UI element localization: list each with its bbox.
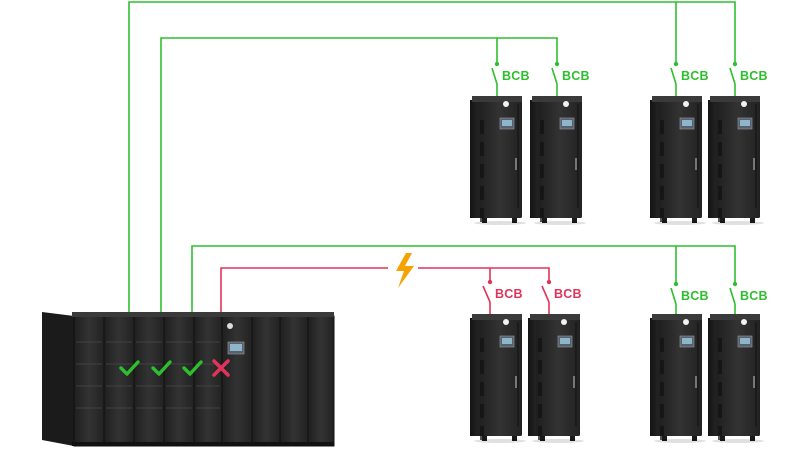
- breaker-switch-blade: [670, 287, 677, 305]
- check-icon: [151, 360, 172, 376]
- wire-output-3: [191, 245, 736, 312]
- ups-cabinet-module: [221, 315, 253, 447]
- ups-cabinet-module: [193, 315, 223, 447]
- battery-circuit-breaker: BCB: [729, 61, 768, 96]
- breaker-contact: [673, 61, 679, 67]
- breaker-switch-blade: [670, 67, 677, 85]
- breaker-contact: [494, 61, 500, 67]
- breaker-switch-blade: [551, 67, 558, 85]
- brand-logo-icon: [227, 323, 233, 329]
- brand-logo-icon: [503, 101, 509, 107]
- ups-cabinet-module: [133, 315, 165, 447]
- brand-logo-icon: [561, 319, 567, 325]
- brand-logo-icon: [503, 319, 509, 325]
- breaker-contact: [554, 61, 560, 67]
- breaker-switch-blade: [729, 287, 736, 305]
- breaker-label: BCB: [740, 69, 768, 83]
- battery-cabinet: [650, 96, 706, 225]
- battery-cabinet: [650, 314, 706, 443]
- breaker-switch-blade: [541, 285, 550, 303]
- brand-logo-icon: [563, 101, 569, 107]
- lightning-bolt-icon: [396, 253, 414, 288]
- breaker-label: BCB: [495, 287, 523, 301]
- battery-circuit-breaker: BCB: [729, 281, 768, 316]
- wire-output-2: [160, 37, 558, 312]
- status-icons: [119, 359, 230, 377]
- breaker-label: BCB: [681, 69, 709, 83]
- brand-logo-icon: [741, 319, 747, 325]
- cross-icon: [212, 359, 230, 377]
- wire-output-4-fault-right: [418, 267, 550, 280]
- breaker-contact: [732, 61, 738, 67]
- breaker-label: BCB: [502, 69, 530, 83]
- battery-circuit-breaker: BCB: [482, 279, 523, 314]
- battery-circuit-breaker: BCB: [551, 61, 590, 96]
- battery-cabinet: [470, 314, 526, 443]
- ups-system: [42, 312, 335, 447]
- breakers: BCB BCB BCB BCB BCB BCB BCB BCB: [482, 61, 768, 316]
- battery-cabinets: [470, 96, 764, 443]
- wiring: [128, 1, 736, 360]
- ups-cabinet-module: [73, 315, 105, 447]
- breaker-label: BCB: [740, 289, 768, 303]
- breaker-label: BCB: [562, 69, 590, 83]
- battery-circuit-breaker: BCB: [491, 61, 530, 96]
- wire-output-4-fault: [220, 267, 388, 312]
- check-icon: [182, 360, 203, 376]
- breaker-switch-blade: [491, 67, 498, 85]
- battery-cabinet: [528, 314, 584, 443]
- ups-cabinet-module: [279, 315, 309, 447]
- brand-logo-icon: [683, 101, 689, 107]
- breaker-label: BCB: [681, 289, 709, 303]
- battery-circuit-breaker: BCB: [670, 61, 709, 96]
- breaker-contact: [673, 281, 679, 287]
- breaker-contact: [546, 279, 552, 285]
- battery-cabinet: [708, 96, 764, 225]
- breaker-switch-blade: [729, 67, 736, 85]
- ups-cabinet-module: [103, 315, 135, 447]
- breaker-label: BCB: [554, 287, 582, 301]
- ups-cabinet-module: [251, 315, 281, 447]
- battery-circuit-breaker: BCB: [670, 281, 709, 316]
- check-icon: [119, 360, 140, 376]
- battery-cabinet: [708, 314, 764, 443]
- battery-cabinet: [530, 96, 586, 225]
- brand-logo-icon: [683, 319, 689, 325]
- breaker-contact: [487, 279, 493, 285]
- breaker-contact: [732, 281, 738, 287]
- wire-output-1: [128, 1, 736, 312]
- brand-logo-icon: [741, 101, 747, 107]
- ups-cabinet-module: [307, 315, 335, 447]
- battery-cabinet: [470, 96, 526, 225]
- ups-cabinet-module: [163, 315, 195, 447]
- ups-side-panel: [42, 312, 74, 446]
- battery-circuit-breaker: BCB: [541, 279, 582, 314]
- breaker-switch-blade: [482, 285, 491, 303]
